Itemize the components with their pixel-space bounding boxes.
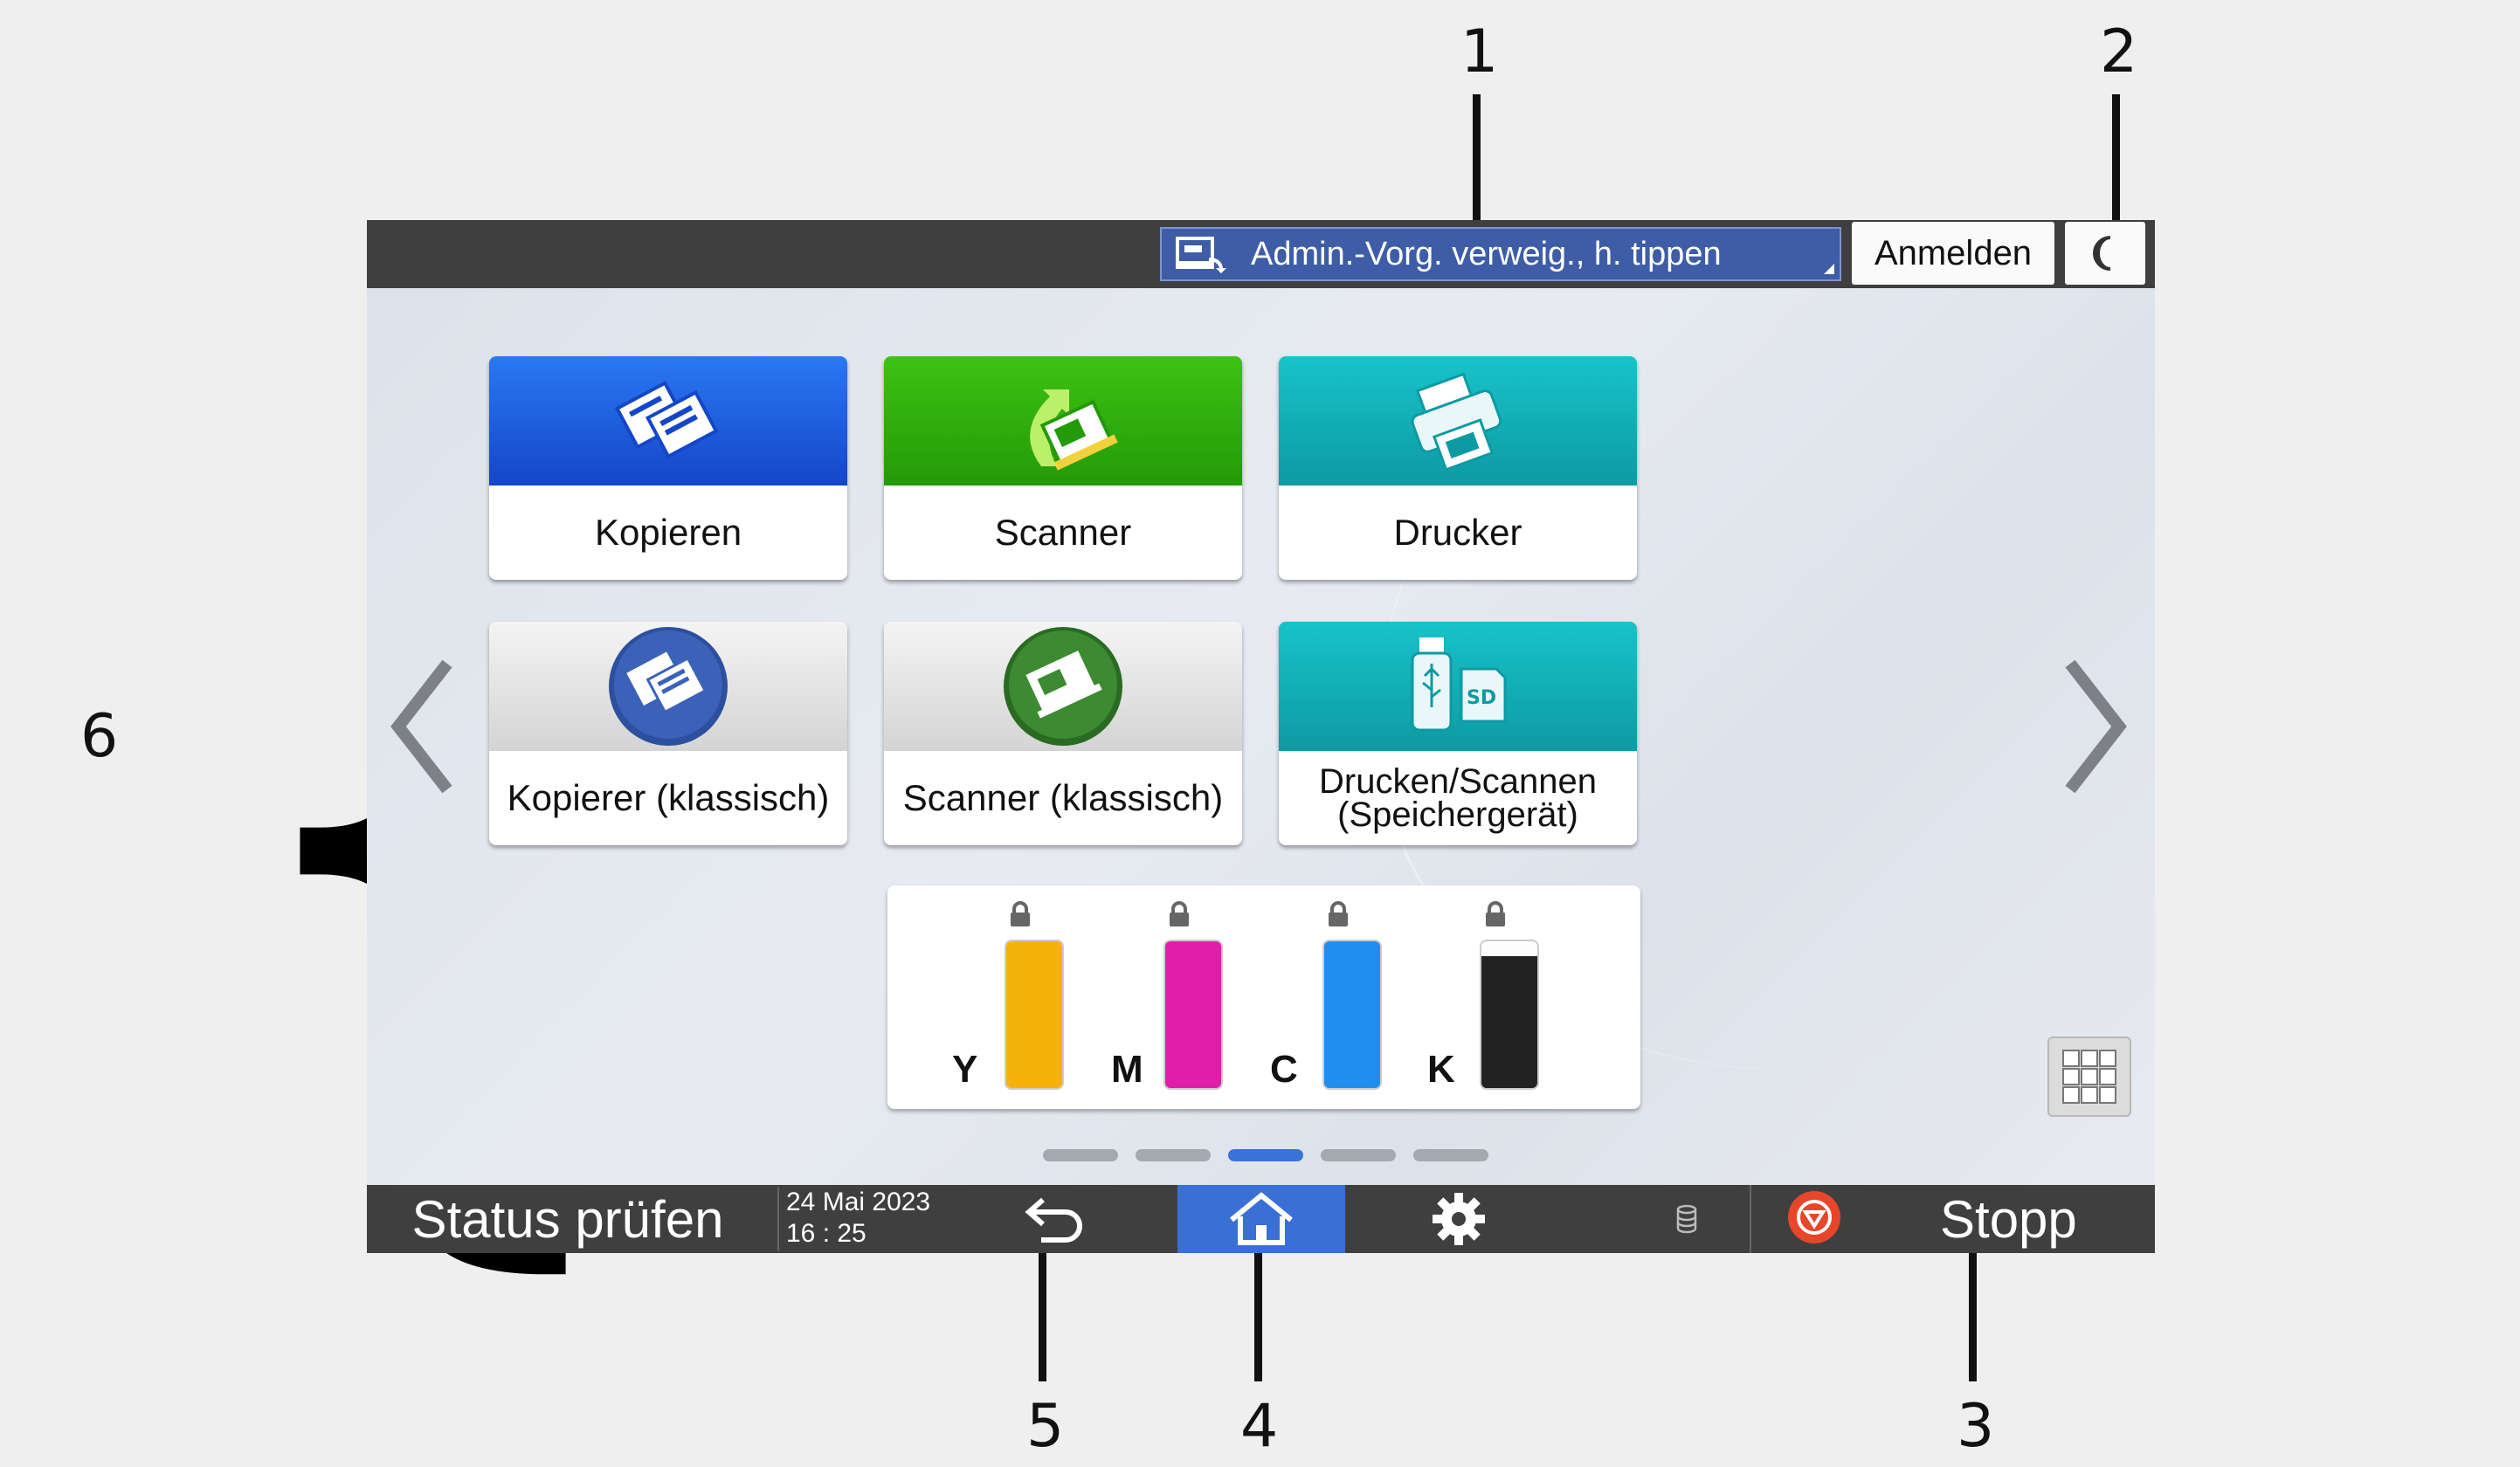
callout-2: 2 [2100, 17, 2138, 86]
date-time: 24 Mai 2023 16 : 25 [777, 1187, 930, 1251]
stop-label: Stopp [1940, 1189, 2077, 1249]
callout-line-3 [1969, 1250, 1977, 1381]
gear-icon [1433, 1193, 1485, 1245]
toner-fill [1324, 941, 1380, 1088]
time-text: 16 : 25 [786, 1219, 866, 1248]
usb-sd-icon: SD [1405, 637, 1510, 738]
data-in-icon [1665, 1185, 1709, 1253]
callout-3: 3 [1957, 1392, 1995, 1461]
back-button[interactable] [996, 1185, 1118, 1253]
stop-icon [1786, 1189, 1842, 1250]
bottom-bar: Status prüfen 24 Mai 2023 16 : 25 Stopp [367, 1185, 2155, 1253]
date-text: 24 Mai 2023 [786, 1188, 931, 1216]
callout-4: 4 [1240, 1392, 1279, 1461]
tile-label: Drucken/Scannen (Speichergerät) [1319, 762, 1597, 834]
toner-fill [1165, 941, 1221, 1088]
toner-fill [1481, 956, 1537, 1088]
scanner-classic-icon [1000, 623, 1126, 754]
admin-banner-button[interactable]: Admin.-Vorg. verweig., h. tippen [1160, 227, 1841, 281]
app-tile-scanner-klassisch[interactable]: Scanner (klassisch) [884, 622, 1242, 845]
app-tile-scanner[interactable]: Scanner [884, 356, 1242, 580]
tile-label: Scanner (klassisch) [902, 777, 1224, 818]
page-dot[interactable] [1043, 1149, 1118, 1161]
login-button[interactable]: Anmelden [1852, 222, 2054, 285]
toner-m: M [1085, 885, 1223, 1109]
toner-fill [1006, 941, 1062, 1088]
svg-text:SD: SD [1467, 687, 1496, 709]
callout-6: 6 [80, 702, 119, 771]
page-dot[interactable] [1136, 1149, 1211, 1161]
app-tile-kopierer-klassisch[interactable]: Kopierer (klassisch) [489, 622, 847, 845]
callout-1: 1 [1460, 17, 1499, 86]
toner-bottle [1480, 940, 1539, 1090]
toner-letter: K [1427, 1048, 1455, 1091]
lock-icon [1008, 901, 1032, 932]
settings-button[interactable] [1398, 1185, 1520, 1253]
energy-save-button[interactable] [2065, 222, 2145, 285]
tile-label: Scanner [994, 512, 1132, 553]
page-dot[interactable] [1321, 1149, 1396, 1161]
callout-line-1 [1473, 94, 1481, 225]
admin-banner-text: Admin.-Vorg. verweig., h. tippen [1251, 235, 1722, 272]
toner-bottle [1322, 940, 1382, 1090]
copy-icon [611, 370, 725, 476]
back-arrow-icon [1025, 1197, 1082, 1243]
dropdown-corner-icon [1824, 264, 1834, 274]
device-screen: Admin.-Vorg. verweig., h. tippen Anmelde… [367, 220, 2155, 1253]
home-button[interactable] [1177, 1185, 1345, 1253]
lock-icon [1483, 901, 1508, 932]
app-tile-drucker[interactable]: Drucker [1279, 356, 1637, 580]
tile-header [1279, 622, 1637, 751]
prev-page-arrow[interactable] [386, 657, 456, 801]
callout-line-5 [1039, 1250, 1046, 1381]
callout-line-2 [2112, 94, 2120, 225]
toner-letter: C [1270, 1048, 1298, 1091]
page-dot[interactable] [1228, 1149, 1303, 1161]
callout-5: 5 [1026, 1392, 1065, 1461]
status-check-button[interactable]: Status prüfen [411, 1189, 724, 1249]
scanner-icon [1006, 370, 1120, 488]
moon-icon [2093, 236, 2111, 271]
next-page-arrow[interactable] [2061, 657, 2131, 801]
copy-classic-icon [605, 623, 731, 754]
lock-icon [1326, 901, 1350, 932]
toner-letter: M [1111, 1048, 1143, 1091]
lock-icon [1167, 901, 1191, 932]
tile-label: Kopieren [594, 512, 742, 553]
callout-line-4 [1254, 1250, 1262, 1381]
stop-button[interactable]: Stopp [1750, 1185, 2155, 1253]
home-icon [1230, 1192, 1293, 1245]
toner-c: C [1244, 885, 1382, 1109]
top-bar: Admin.-Vorg. verweig., h. tippen Anmelde… [367, 220, 2155, 288]
page-dot[interactable] [1413, 1149, 1488, 1161]
toner-bottle [1005, 940, 1064, 1090]
toner-bottle [1163, 940, 1223, 1090]
toner-letter: Y [952, 1048, 978, 1091]
grid-icon [2062, 1050, 2116, 1104]
toner-k: K [1401, 885, 1539, 1109]
toner-y: Y [926, 885, 1064, 1109]
app-tile-drucken-scannen[interactable]: SD Drucken/Scannen (Speichergerät) [1279, 622, 1637, 845]
app-tile-kopieren[interactable]: Kopieren [489, 356, 847, 580]
app-list-button[interactable] [2047, 1037, 2131, 1117]
page-indicator[interactable] [1043, 1149, 1488, 1161]
tile-label: Drucker [1393, 512, 1522, 553]
tile-label: Kopierer (klassisch) [507, 777, 830, 818]
remote-panel-icon [1174, 235, 1226, 273]
printer-icon [1401, 370, 1515, 479]
